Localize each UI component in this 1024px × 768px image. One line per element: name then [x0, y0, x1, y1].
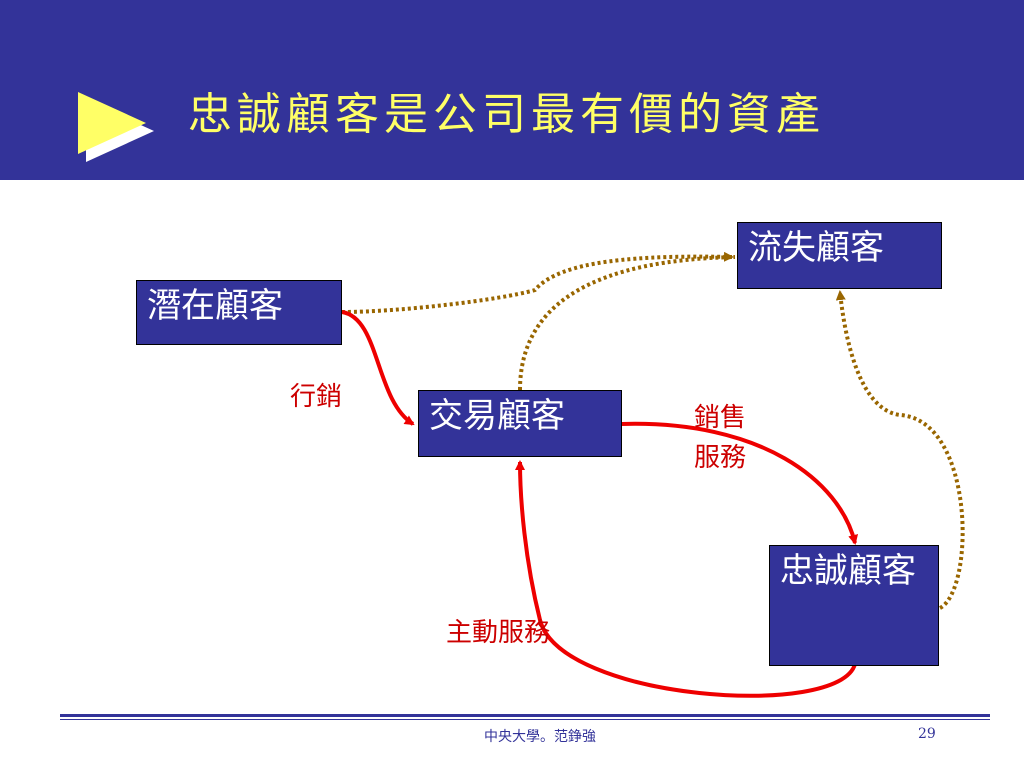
- node-loyal-customer: 忠誠顧客: [769, 545, 939, 666]
- title-bar: [0, 0, 1024, 180]
- footer-author: 中央大學。范錚強: [484, 729, 596, 745]
- slide-title: 忠誠顧客是公司最有價的資產: [188, 89, 825, 140]
- play-triangle-icon: [78, 92, 154, 162]
- arrow-transaction-to-lost: [518, 255, 736, 391]
- arrow-potential-to-lost: [341, 251, 734, 314]
- node-potential-customer: 潛在顧客: [136, 280, 342, 345]
- node-lost-customer: 流失顧客: [737, 222, 942, 289]
- label-sales-service: 銷售 服務: [694, 403, 747, 473]
- arrow-loyal-to-lost: [835, 290, 965, 610]
- arrow-active-service: [515, 460, 857, 698]
- label-active-service: 主動服務: [446, 618, 551, 648]
- node-transaction-customer: 交易顧客: [418, 390, 622, 457]
- arrow-sales-service: [621, 421, 859, 545]
- arrow-marketing: [341, 310, 415, 426]
- footer-rule-thick: [60, 714, 990, 717]
- page-number: 29: [918, 726, 936, 742]
- footer-rule-thin: [60, 719, 990, 720]
- label-marketing: 行銷: [290, 382, 343, 412]
